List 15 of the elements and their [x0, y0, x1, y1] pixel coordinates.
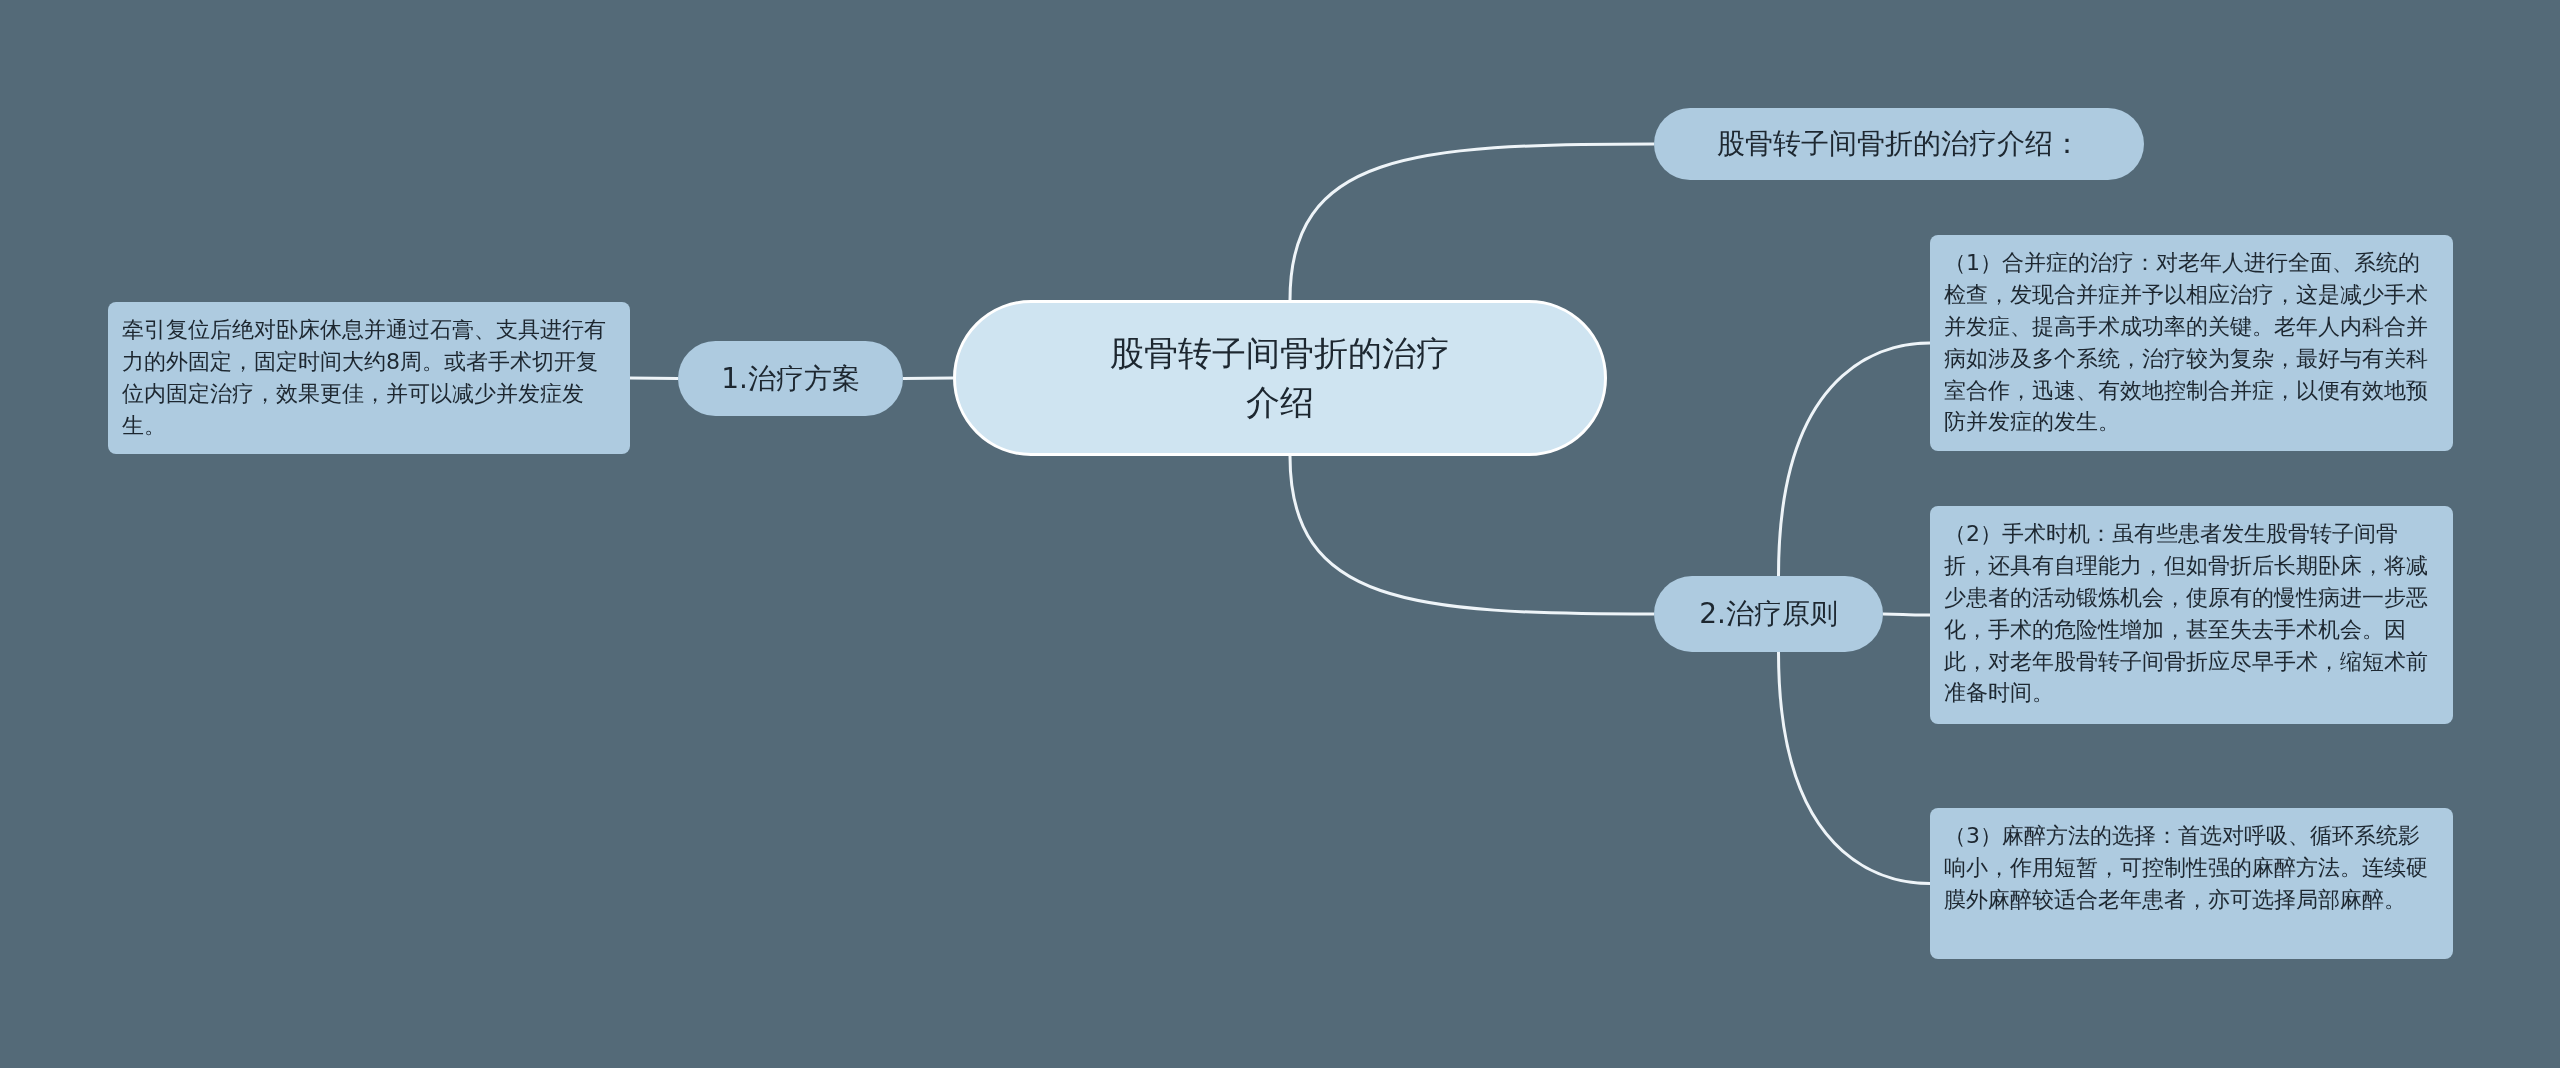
- note-box: 牵引复位后绝对卧床休息并通过石膏、支具进行有力的外固定，固定时间大约8周。或者手术切开复位内固定治疗，效果更佳，并可以减少并发症发生。: [108, 302, 630, 454]
- connector-line: [1288, 455, 1654, 616]
- connector-line: [630, 376, 678, 380]
- note-box: （1）合并症的治疗：对老年人进行全面、系统的检查，发现合并症并予以相应治疗，这是减少手术并发症、提高手术成功率的关键。老年人内科合并病如涉及多个系统，治疗较为复杂，最好与有关科室合作，迅速、有效地控制合并症，以便有效地预防并发症的发生。: [1930, 235, 2453, 451]
- topic-box: 2.治疗原则: [1654, 576, 1883, 652]
- topic-box: 股骨转子间骨折的治疗介绍：: [1654, 108, 2144, 180]
- note-box: （2）手术时机：虽有些患者发生股骨转子间骨折，还具有自理能力，但如骨折后长期卧床，将减少患者的活动锻炼机会，使原有的慢性病进一步恶化，手术的危险性增加，甚至失去手术机会。因此，对老年股骨转子间骨折应尽早手术，缩短术前准备时间。: [1930, 506, 2453, 724]
- connector-line: [903, 376, 953, 380]
- central-topic: 股骨转子间骨折的治疗介绍: [953, 300, 1607, 456]
- connector-line: [1288, 142, 1654, 301]
- connector-line: [1883, 612, 1930, 617]
- connector-line: [1777, 651, 1931, 885]
- topic-box: 1.治疗方案: [678, 341, 903, 416]
- note-box: （3）麻醉方法的选择：首选对呼吸、循环系统影响小，作用短暂，可控制性强的麻醉方法。连续硬膜外麻醉较适合老年患者，亦可选择局部麻醉。: [1930, 808, 2453, 959]
- connector-line: [1777, 341, 1931, 577]
